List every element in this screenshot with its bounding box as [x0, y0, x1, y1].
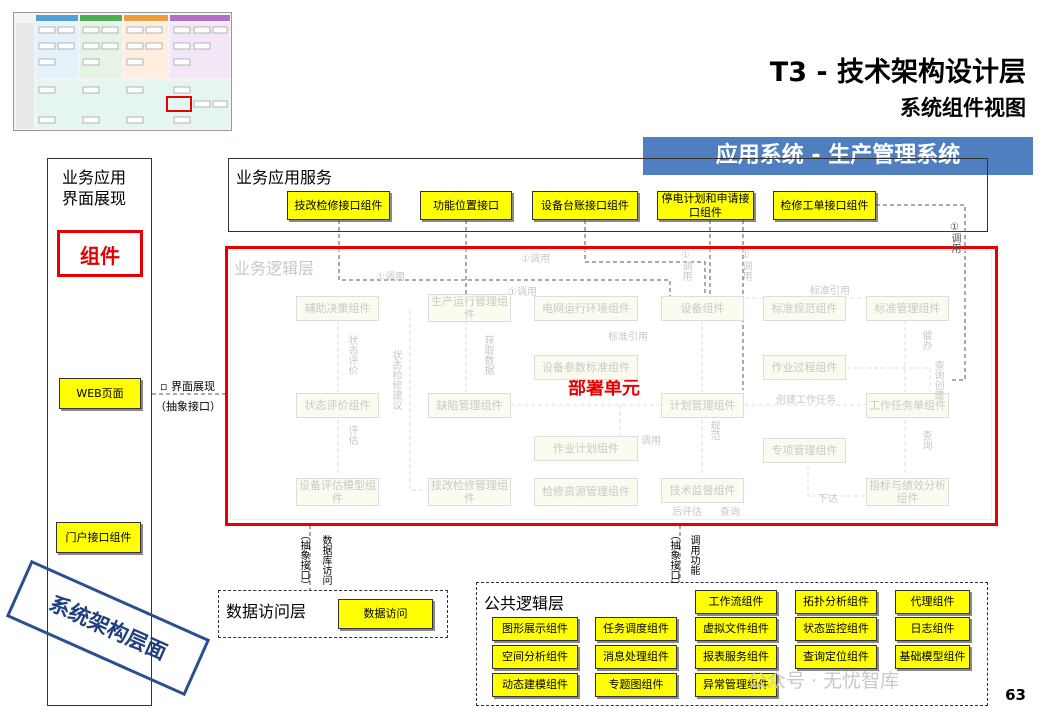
system-banner: 应用系统 - 生产管理系统 [643, 137, 1033, 175]
thumbnail-overview [13, 12, 232, 131]
logic-box-1: 辅助决策组件 [296, 296, 379, 321]
note-post-eval: 后评估 [672, 507, 702, 518]
service-box-1: 技改检修接口组件 [287, 191, 390, 220]
note-standard-ref-1: 标准引用 [810, 286, 850, 297]
ui-panel-title-line2: 界面展现 [62, 189, 127, 208]
service-box-4: 停电计划和申请接口组件 [657, 191, 754, 220]
page-subtitle: 系统组件视图 [900, 96, 1026, 120]
common-box-15: 专题图组件 [595, 673, 677, 697]
page-number: 63 [1005, 686, 1026, 704]
logic-box-19: 指标与绩效分析组件 [866, 478, 949, 506]
watermark: 公众号 · 无忧智库 [748, 670, 900, 692]
interface-note-line2: （抽象接口） [155, 400, 221, 413]
service-layer-title: 业务应用服务 [236, 168, 333, 187]
service-box-2: 功能位置接口 [420, 191, 512, 220]
common-box-13: 基础模型组件 [895, 645, 970, 669]
component-label: 组件 [80, 244, 120, 268]
note-call-5: ①调用 [740, 250, 751, 281]
data-access-note-2: 数据库访问 [320, 535, 331, 585]
note-urge: 催办 [920, 330, 931, 350]
logic-box-16: 技改检修管理组件 [428, 478, 511, 506]
logic-box-8: 作业过程组件 [763, 355, 846, 380]
note-issue: 下达 [818, 494, 838, 505]
note-query-2: 查询 [720, 507, 740, 518]
thumbnail-graphic [14, 13, 231, 130]
note-call-3: ①调用 [508, 287, 537, 298]
service-box-3: 设备台账接口组件 [532, 191, 638, 220]
logic-box-3: 电网运行环境组件 [534, 296, 638, 321]
note-call-1: ①调用 [376, 272, 405, 283]
interface-note-line1: ▫ 界面展现 [160, 380, 215, 393]
ui-panel-title-line1: 业务应用 [62, 168, 127, 187]
common-box-16: 异常管理组件 [695, 673, 777, 697]
common-box-6: 虚拟文件组件 [695, 617, 777, 641]
common-box-3: 代理组件 [895, 590, 970, 614]
common-logic-note-2: 调用功能 [688, 535, 699, 575]
note-get-data: 获取数据 [482, 335, 493, 375]
common-box-12: 查询定位组件 [795, 645, 877, 669]
note-create-task: 创建工作任务 [776, 395, 836, 406]
common-logic-title: 公共逻辑层 [484, 594, 565, 613]
note-standard-ref-2: 标准引用 [608, 332, 648, 343]
logic-box-5: 标准规范组件 [763, 296, 846, 321]
common-box-9: 空间分析组件 [492, 645, 578, 669]
logic-box-11: 计划管理组件 [661, 393, 744, 418]
note-query-create: 查询创建 [932, 360, 943, 400]
note-maintenance-advice: 状态检修建议 [390, 350, 401, 410]
service-box-5: 检修工单接口组件 [773, 191, 876, 220]
logic-box-14: 专项管理组件 [763, 438, 846, 463]
logic-box-15: 设备评估模型组件 [296, 478, 379, 506]
common-box-14: 动态建模组件 [492, 673, 578, 697]
common-box-7: 状态监控组件 [795, 617, 877, 641]
common-box-11: 报表服务组件 [695, 645, 777, 669]
common-box-4: 图形展示组件 [492, 617, 578, 641]
common-logic-note-1: （抽象接口） [668, 530, 679, 590]
logic-layer-title: 业务逻辑层 [234, 259, 315, 278]
logic-box-13: 作业计划组件 [534, 436, 638, 461]
logic-box-9: 状态评价组件 [296, 393, 379, 418]
data-access-title: 数据访问层 [226, 602, 307, 621]
data-access-box: 数据访问 [338, 599, 433, 629]
note-query-1: 查询 [920, 430, 931, 450]
common-box-10: 消息处理组件 [595, 645, 677, 669]
note-call-4: ①调用 [680, 250, 691, 281]
note-call-7: 调用 [641, 436, 661, 447]
common-box-1: 工作流组件 [695, 590, 777, 614]
common-box-8: 日志组件 [895, 617, 970, 641]
common-box-5: 任务调度组件 [595, 617, 677, 641]
note-call-2: ①调用 [521, 254, 550, 265]
note-call-6: ①调用 [949, 222, 960, 253]
logic-box-4: 设备组件 [661, 296, 744, 321]
logic-box-6: 标准管理组件 [866, 296, 949, 321]
logic-box-2: 生产运行管理组件 [428, 294, 511, 322]
data-access-frame [218, 590, 448, 638]
logic-box-12: 工作任务单组件 [866, 393, 949, 418]
logic-box-7: 设备参数标准组件 [534, 355, 638, 380]
component-highlight [57, 230, 143, 277]
deployment-unit-label: 部署单元 [568, 378, 640, 399]
deployment-unit-highlight [225, 246, 998, 526]
logic-layer-frame [230, 250, 992, 520]
ui-presentation-panel [47, 158, 152, 706]
common-logic-frame [476, 582, 988, 706]
web-page-box: WEB页面 [59, 378, 141, 409]
page-title: T3 - 技术架构设计层 [769, 57, 1026, 88]
service-layer-frame [228, 158, 988, 232]
portal-interface-box: 门户接口组件 [56, 522, 141, 553]
data-access-note-1: （抽象接口） [298, 530, 309, 590]
logic-box-17: 检修资源管理组件 [534, 478, 638, 506]
common-box-2: 拓扑分析组件 [795, 590, 877, 614]
note-status-eval: 状态评价 [346, 335, 357, 375]
logic-box-10: 缺陷管理组件 [428, 393, 511, 418]
note-assess: 评估 [346, 425, 357, 445]
logic-box-18: 技术监督组件 [661, 478, 744, 503]
note-regulation: 规范 [708, 420, 719, 440]
